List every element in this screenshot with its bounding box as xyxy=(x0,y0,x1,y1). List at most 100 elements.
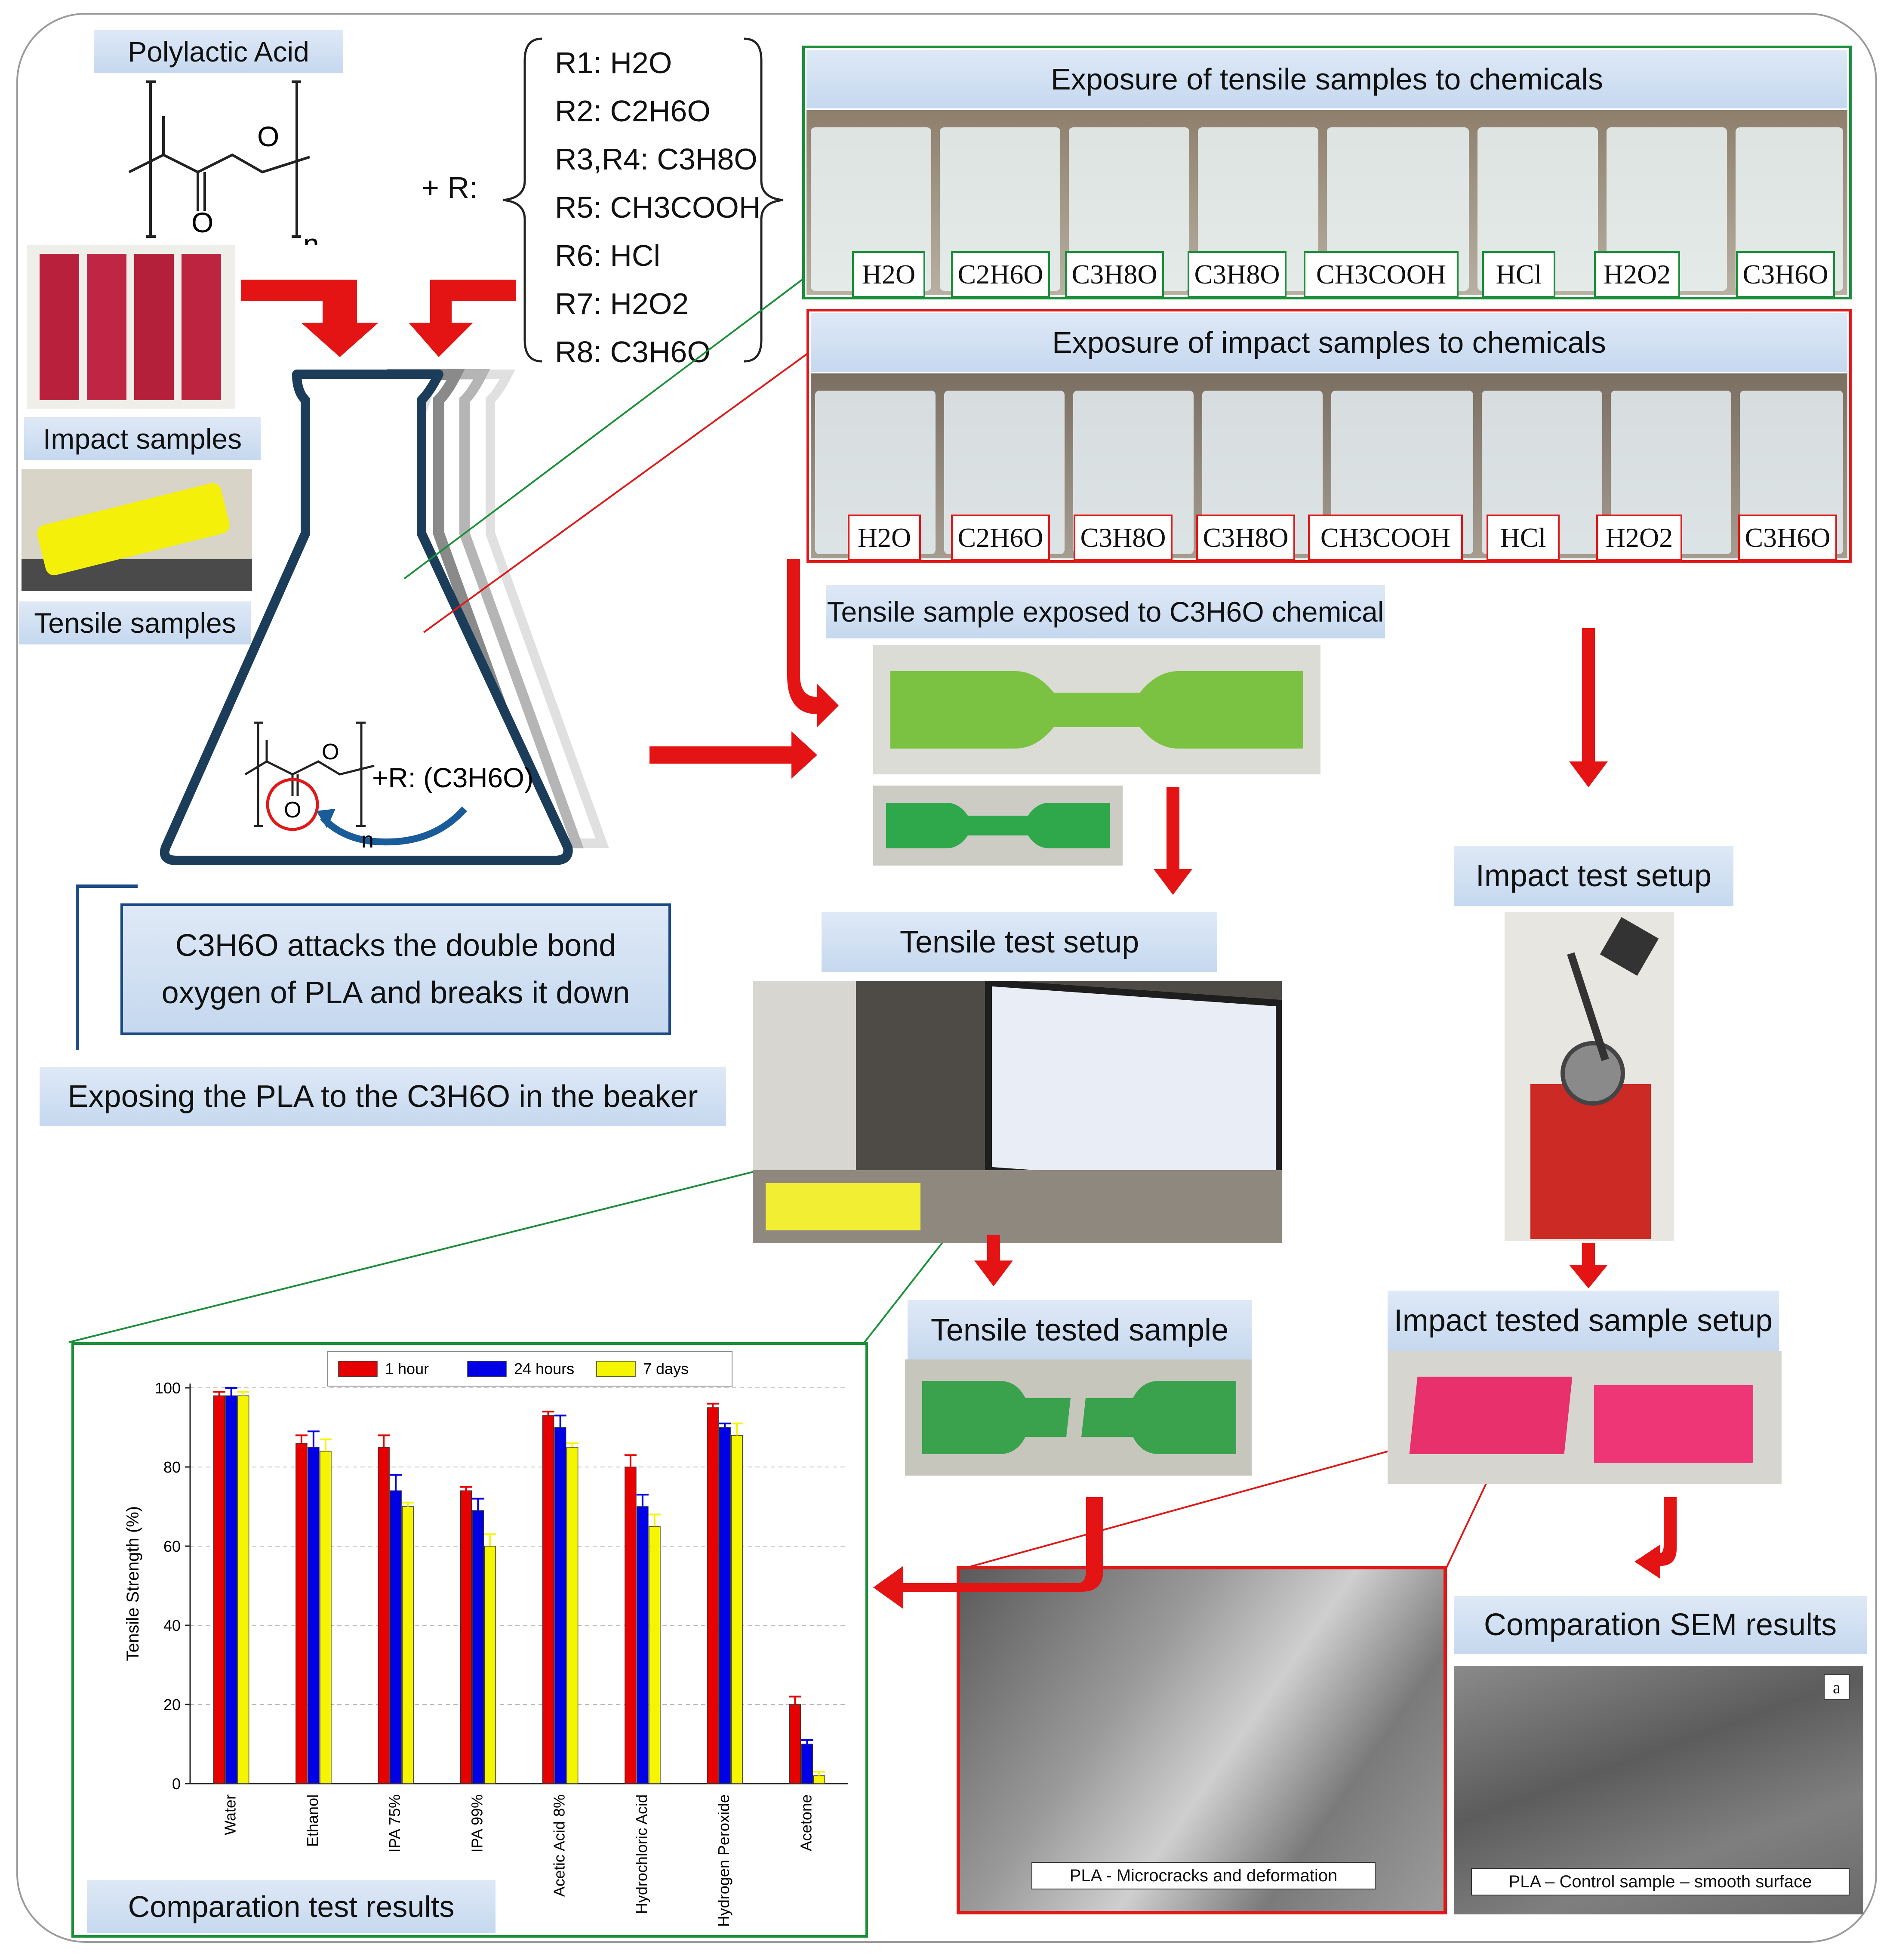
sem-right-photo: a PLA – Control sample – smooth surface xyxy=(1454,1666,1863,1914)
x-tick-label: Water xyxy=(222,1794,239,1835)
r-prefix: + R: xyxy=(422,171,478,204)
bar-24-hours xyxy=(637,1506,649,1784)
bar-1-hour xyxy=(378,1447,390,1784)
beaker-label: C3H8O xyxy=(1074,515,1173,561)
pla-structure: O O n xyxy=(128,80,319,245)
bar-24-hours xyxy=(801,1744,813,1784)
beaker-label: H2O2 xyxy=(1596,515,1682,561)
reagent-item: R6: HCl xyxy=(555,239,661,272)
x-tick-label: Hydrochloric Acid xyxy=(633,1794,650,1914)
bar-7-days xyxy=(484,1546,496,1784)
bar-24-hours xyxy=(554,1427,566,1784)
beaker-label: CH3COOH xyxy=(1308,515,1463,561)
bar-7-days xyxy=(731,1435,743,1784)
svg-text:O: O xyxy=(284,798,301,823)
tensile-original-photo xyxy=(873,786,1123,866)
tensile-exposed-photo xyxy=(873,645,1320,774)
y-tick-label: 80 xyxy=(163,1458,181,1476)
bar-7-days xyxy=(649,1526,661,1784)
legend-label: 24 hours xyxy=(514,1360,574,1378)
bar-1-hour xyxy=(625,1467,637,1784)
beaker-label: H2O xyxy=(848,515,921,561)
x-tick-label: Hydrogen Peroxide xyxy=(715,1794,733,1927)
tensile-exposure-title: Exposure of tensile samples to chemicals xyxy=(806,50,1847,108)
impact-tested-label: Impact tested sample setup xyxy=(1388,1291,1779,1351)
input-arrows xyxy=(241,280,516,357)
y-tick-label: 60 xyxy=(163,1538,181,1555)
pla-n: n xyxy=(303,228,319,245)
tensile-exposure-panel: Exposure of tensile samples to chemicals… xyxy=(802,46,1852,299)
reaction-flask: O O n +R: (C3H6O) xyxy=(160,369,609,865)
impact-tested-photo xyxy=(1388,1351,1782,1484)
bar-1-hour xyxy=(460,1490,472,1784)
attack-note: C3H6O attacks the double bond oxygen of … xyxy=(120,903,671,1035)
reagent-list: R1: H2O R2: C2H6O R3,R4: C3H8O R5: CH3CO… xyxy=(555,39,760,376)
x-tick-label: Ethanol xyxy=(304,1794,321,1847)
flask-reaction-text: +R: (C3H6O) xyxy=(372,762,533,793)
y-tick-label: 100 xyxy=(155,1379,181,1397)
x-tick-label: Acetic Acid 8% xyxy=(551,1794,568,1897)
sem-results-label: Comparation SEM results xyxy=(1454,1596,1867,1654)
bar-1-hour xyxy=(789,1704,801,1784)
beaker-label: C3H8O xyxy=(1065,251,1164,298)
beaker-label: H2O2 xyxy=(1594,251,1680,298)
bar-24-hours xyxy=(390,1490,402,1784)
beaker-label: CH3COOH xyxy=(1304,251,1459,298)
impact-setup-label: Impact test setup xyxy=(1454,846,1733,906)
sem-left-caption: PLA - Microcracks and deformation xyxy=(1031,1862,1376,1889)
reagent-item: R1: H2O xyxy=(555,46,672,80)
tensile-setup-label: Tensile test setup xyxy=(822,912,1217,972)
impact-exposure-panel: Exposure of impact samples to chemicals … xyxy=(806,309,1852,563)
bar-1-hour xyxy=(295,1443,308,1784)
tensile-tested-label: Tensile tested sample xyxy=(908,1300,1252,1360)
tensile-setup-photo xyxy=(753,981,1282,1243)
svg-text:O: O xyxy=(257,120,279,152)
beaker-label: HCl xyxy=(1482,251,1555,298)
sem-right-tag: a xyxy=(1824,1674,1850,1700)
sem-right-caption: PLA – Control sample – smooth surface xyxy=(1471,1868,1850,1895)
bar-1-hour xyxy=(542,1415,554,1784)
y-axis-label: Tensile Strength (%) xyxy=(123,1506,142,1661)
bar-7-days xyxy=(237,1395,249,1784)
bar-1-hour xyxy=(707,1407,719,1784)
beaker-label: C3H6O xyxy=(1738,515,1837,561)
impact-samples-photo xyxy=(27,245,235,409)
legend-label: 7 days xyxy=(643,1360,689,1378)
bar-1-hour xyxy=(213,1395,225,1784)
x-tick-label: IPA 75% xyxy=(386,1794,403,1852)
x-tick-label: Acetone xyxy=(797,1794,815,1851)
tensile-samples-photo xyxy=(22,469,252,591)
impact-samples-label: Impact samples xyxy=(24,417,261,460)
impact-setup-photo xyxy=(1505,912,1674,1241)
x-tick-label: IPA 99% xyxy=(468,1794,486,1852)
bar-7-days xyxy=(566,1447,579,1784)
tensile-tested-photo xyxy=(905,1359,1252,1476)
beaker-label: C3H8O xyxy=(1196,515,1295,561)
bar-7-days xyxy=(402,1506,414,1784)
flask-n: n xyxy=(361,828,374,853)
sem-left-photo: PLA - Microcracks and deformation xyxy=(957,1566,1447,1914)
reagent-item: R7: H2O2 xyxy=(555,287,689,321)
tensile-exposed-label: Tensile sample exposed to C3H6O chemical xyxy=(826,585,1385,638)
beaker-label: C3H8O xyxy=(1188,251,1287,298)
chart-grid xyxy=(190,1387,848,1705)
beaker-label: HCl xyxy=(1487,515,1560,561)
legend-swatch xyxy=(467,1361,507,1377)
impact-exposure-title: Exposure of impact samples to chemicals xyxy=(811,313,1847,372)
svg-text:O: O xyxy=(322,740,339,764)
y-tick-label: 40 xyxy=(163,1617,181,1634)
comparation-test-results-label: Comparation test results xyxy=(87,1880,496,1933)
bar-24-hours xyxy=(472,1510,484,1784)
reagent-item: R3,R4: C3H8O xyxy=(555,142,757,176)
bar-24-hours xyxy=(225,1395,237,1784)
bar-24-hours xyxy=(308,1447,320,1784)
beaker-label: C2H6O xyxy=(951,251,1050,298)
tensile-samples-label: Tensile samples xyxy=(19,601,251,644)
reagent-item: R5: CH3COOH xyxy=(555,191,761,224)
carbonyl-o: O xyxy=(191,206,213,238)
beaker-label: C3H6O xyxy=(1736,251,1835,298)
y-tick-label: 0 xyxy=(172,1775,181,1793)
beaker-label: H2O xyxy=(852,251,925,298)
